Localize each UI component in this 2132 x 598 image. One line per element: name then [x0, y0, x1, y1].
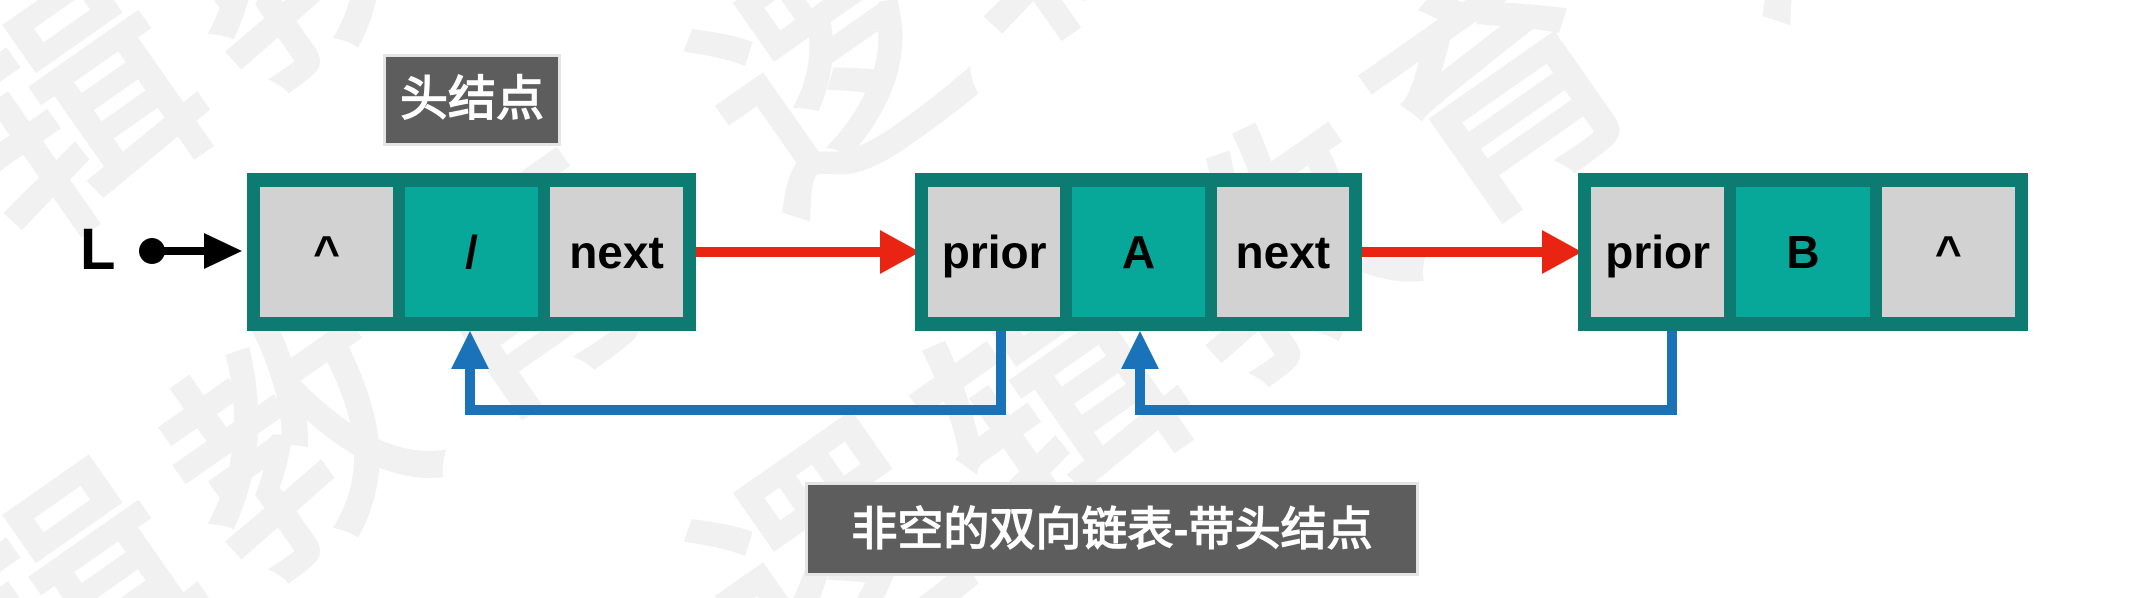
- cell-prior: prior: [1591, 187, 1725, 317]
- cell-data: B: [1736, 187, 1870, 317]
- cell-label: ^: [313, 226, 340, 278]
- cell-next: next: [550, 187, 683, 317]
- prior-arrowhead: [451, 331, 489, 369]
- cell-prior: ^: [260, 187, 393, 317]
- prior-arrow-line: [465, 292, 1006, 415]
- cell-data: /: [405, 187, 538, 317]
- next-arrow-head-to-a: [662, 230, 920, 274]
- cell-next: ^: [1881, 187, 2015, 317]
- cell-label: next: [569, 226, 664, 278]
- caption-label-text: 非空的双向链表-带头结点: [851, 503, 1373, 555]
- cell-label: prior: [941, 226, 1047, 278]
- cell-label: A: [1121, 226, 1156, 278]
- list-pointer-label: L: [80, 217, 116, 282]
- cell-next: next: [1216, 187, 1349, 317]
- caption-label: 非空的双向链表-带头结点: [808, 485, 1416, 573]
- cell-label: next: [1235, 226, 1331, 278]
- prior-arrow-line: [1135, 292, 1677, 415]
- list-pointer-arrow: [139, 233, 242, 269]
- cell-label: B: [1786, 226, 1820, 278]
- prior-arrowhead: [1121, 331, 1159, 369]
- list-pointer-arrowhead: [204, 233, 242, 269]
- cell-label: prior: [1605, 226, 1711, 278]
- next-arrowhead: [880, 230, 920, 274]
- head-node-label: 头结点: [386, 57, 558, 143]
- node-a: prior A next: [915, 173, 1362, 331]
- cell-label: ^: [1934, 226, 1962, 278]
- node-b: prior B ^: [1578, 173, 2028, 331]
- node-head: ^ / next: [247, 173, 696, 331]
- cell-data: A: [1072, 187, 1205, 317]
- head-node-label-text: 头结点: [399, 73, 544, 126]
- cell-label: /: [465, 226, 478, 278]
- cell-prior: prior: [928, 187, 1061, 317]
- next-arrowhead: [1542, 230, 1582, 274]
